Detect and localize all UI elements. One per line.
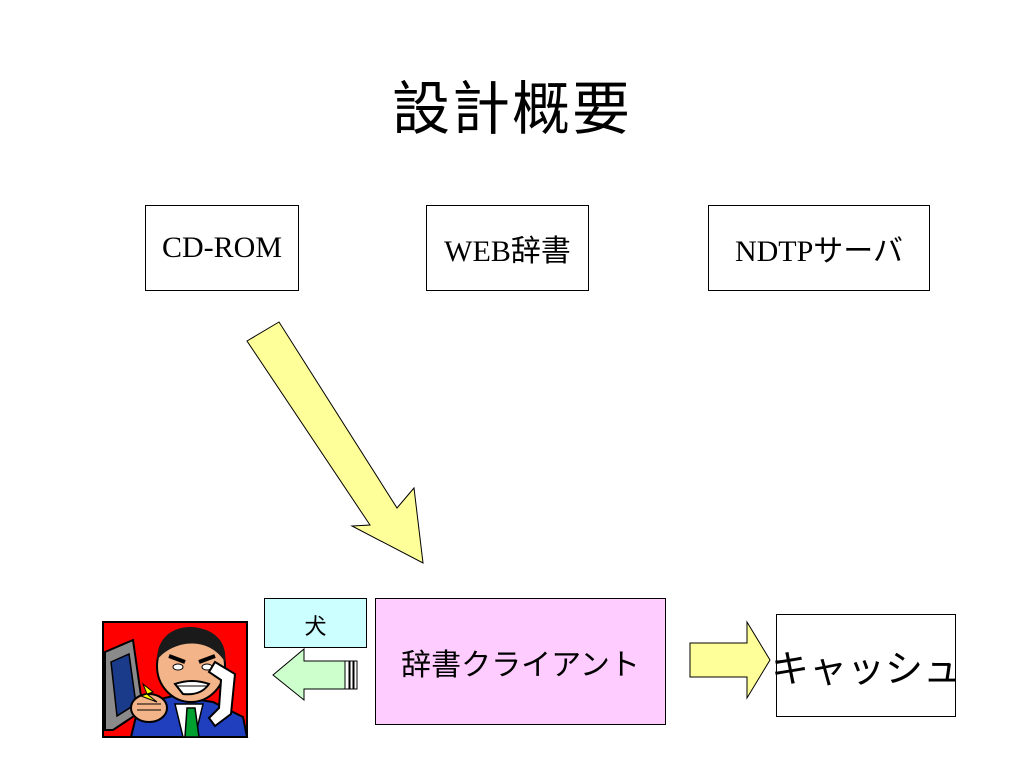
- client-to-user-arrow: [272, 647, 358, 702]
- cdrom-to-client-arrow: [246, 321, 424, 564]
- ndtp-server-source-box: NDTPサーバ: [708, 205, 930, 291]
- slide-title: 設計概要: [391, 75, 632, 143]
- dictionary-client-box: 辞書クライアント: [375, 598, 666, 725]
- client-to-cache-arrow: [689, 620, 771, 700]
- lookup-result-label: 犬: [264, 598, 367, 648]
- cdrom-source-box: CD-ROM: [145, 205, 299, 291]
- web-dictionary-source-box: WEB辞書: [426, 205, 589, 291]
- cache-box: キャッシュ: [771, 614, 961, 717]
